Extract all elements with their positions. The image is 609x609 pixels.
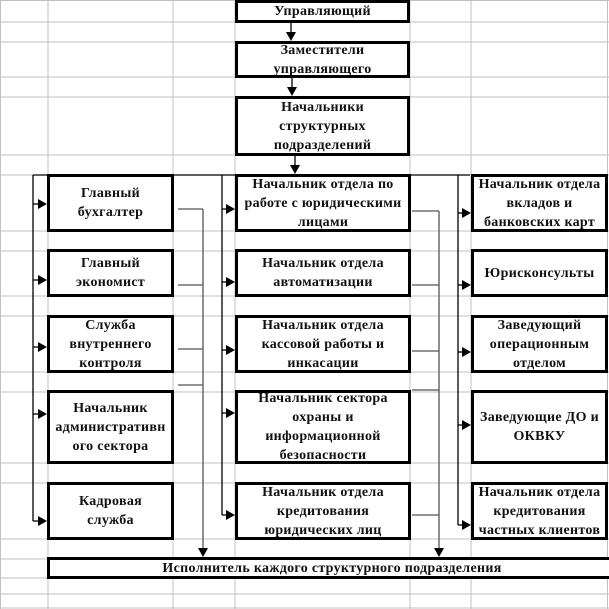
box-automation-dept: Начальник отдела автоматизации [235, 249, 411, 297]
box-label: Юрисконсульты [484, 265, 595, 281]
box-label: Исполнитель каждого структурного подразд… [162, 560, 502, 576]
box-label: Кадровая служба [78, 494, 143, 528]
box-structural-heads: Начальники структурных подразделений [235, 96, 410, 156]
box-label: Начальник отдела кредитования частных кл… [478, 484, 601, 538]
box-label: Управляющий [274, 4, 371, 19]
box-label: Начальник отдела кредитования юридически… [262, 484, 384, 538]
box-retail-credit-dept: Начальник отдела кредитования частных кл… [471, 482, 608, 540]
box-label: Начальник отдела по работе с юридическим… [244, 176, 402, 230]
box-label: Начальник отдела кассовой работы и инкас… [261, 317, 385, 371]
box-internal-control: Служба внутреннего контроля [47, 315, 174, 373]
box-chief-economist: Главный экономист [47, 249, 174, 297]
box-legal-entities-dept: Начальник отдела по работе с юридическим… [235, 174, 411, 232]
box-chief-accountant: Главный бухгалтер [47, 174, 174, 232]
box-label: Заместители управляющего [273, 42, 372, 77]
box-label: Главный бухгалтер [77, 186, 144, 220]
box-label: Служба внутреннего контроля [69, 317, 152, 371]
box-label: Начальники структурных подразделений [273, 99, 372, 153]
box-deputies: Заместители управляющего [235, 41, 410, 78]
box-branch-heads: Заведующие ДО и ОКВКУ [471, 390, 608, 464]
box-executors: Исполнитель каждого структурного подразд… [47, 557, 609, 579]
box-cash-dept: Начальник отдела кассовой работы и инкас… [235, 315, 411, 373]
box-manager: Управляющий [235, 0, 410, 23]
box-label: Начальник отдела вкладов и банковских ка… [478, 176, 601, 230]
box-label: Начальник сектора охраны и информационно… [258, 391, 388, 463]
box-label: Заведующие ДО и ОКВКУ [480, 410, 599, 444]
box-label: Заведующий операционным отделом [489, 317, 590, 371]
box-label: Главный экономист [75, 256, 146, 290]
box-label: Начальник административн ого сектора [55, 400, 166, 454]
box-admin-sector: Начальник административн ого сектора [47, 390, 174, 464]
box-label: Начальник отдела автоматизации [262, 256, 384, 290]
box-corporate-credit-dept: Начальник отдела кредитования юридически… [235, 482, 411, 540]
box-hr: Кадровая служба [47, 482, 174, 540]
box-security-sector: Начальник сектора охраны и информационно… [235, 390, 411, 464]
box-operations-dept: Заведующий операционным отделом [471, 315, 608, 373]
box-legal-advisers: Юрисконсульты [471, 249, 608, 297]
box-deposits-cards-dept: Начальник отдела вкладов и банковских ка… [471, 174, 608, 232]
